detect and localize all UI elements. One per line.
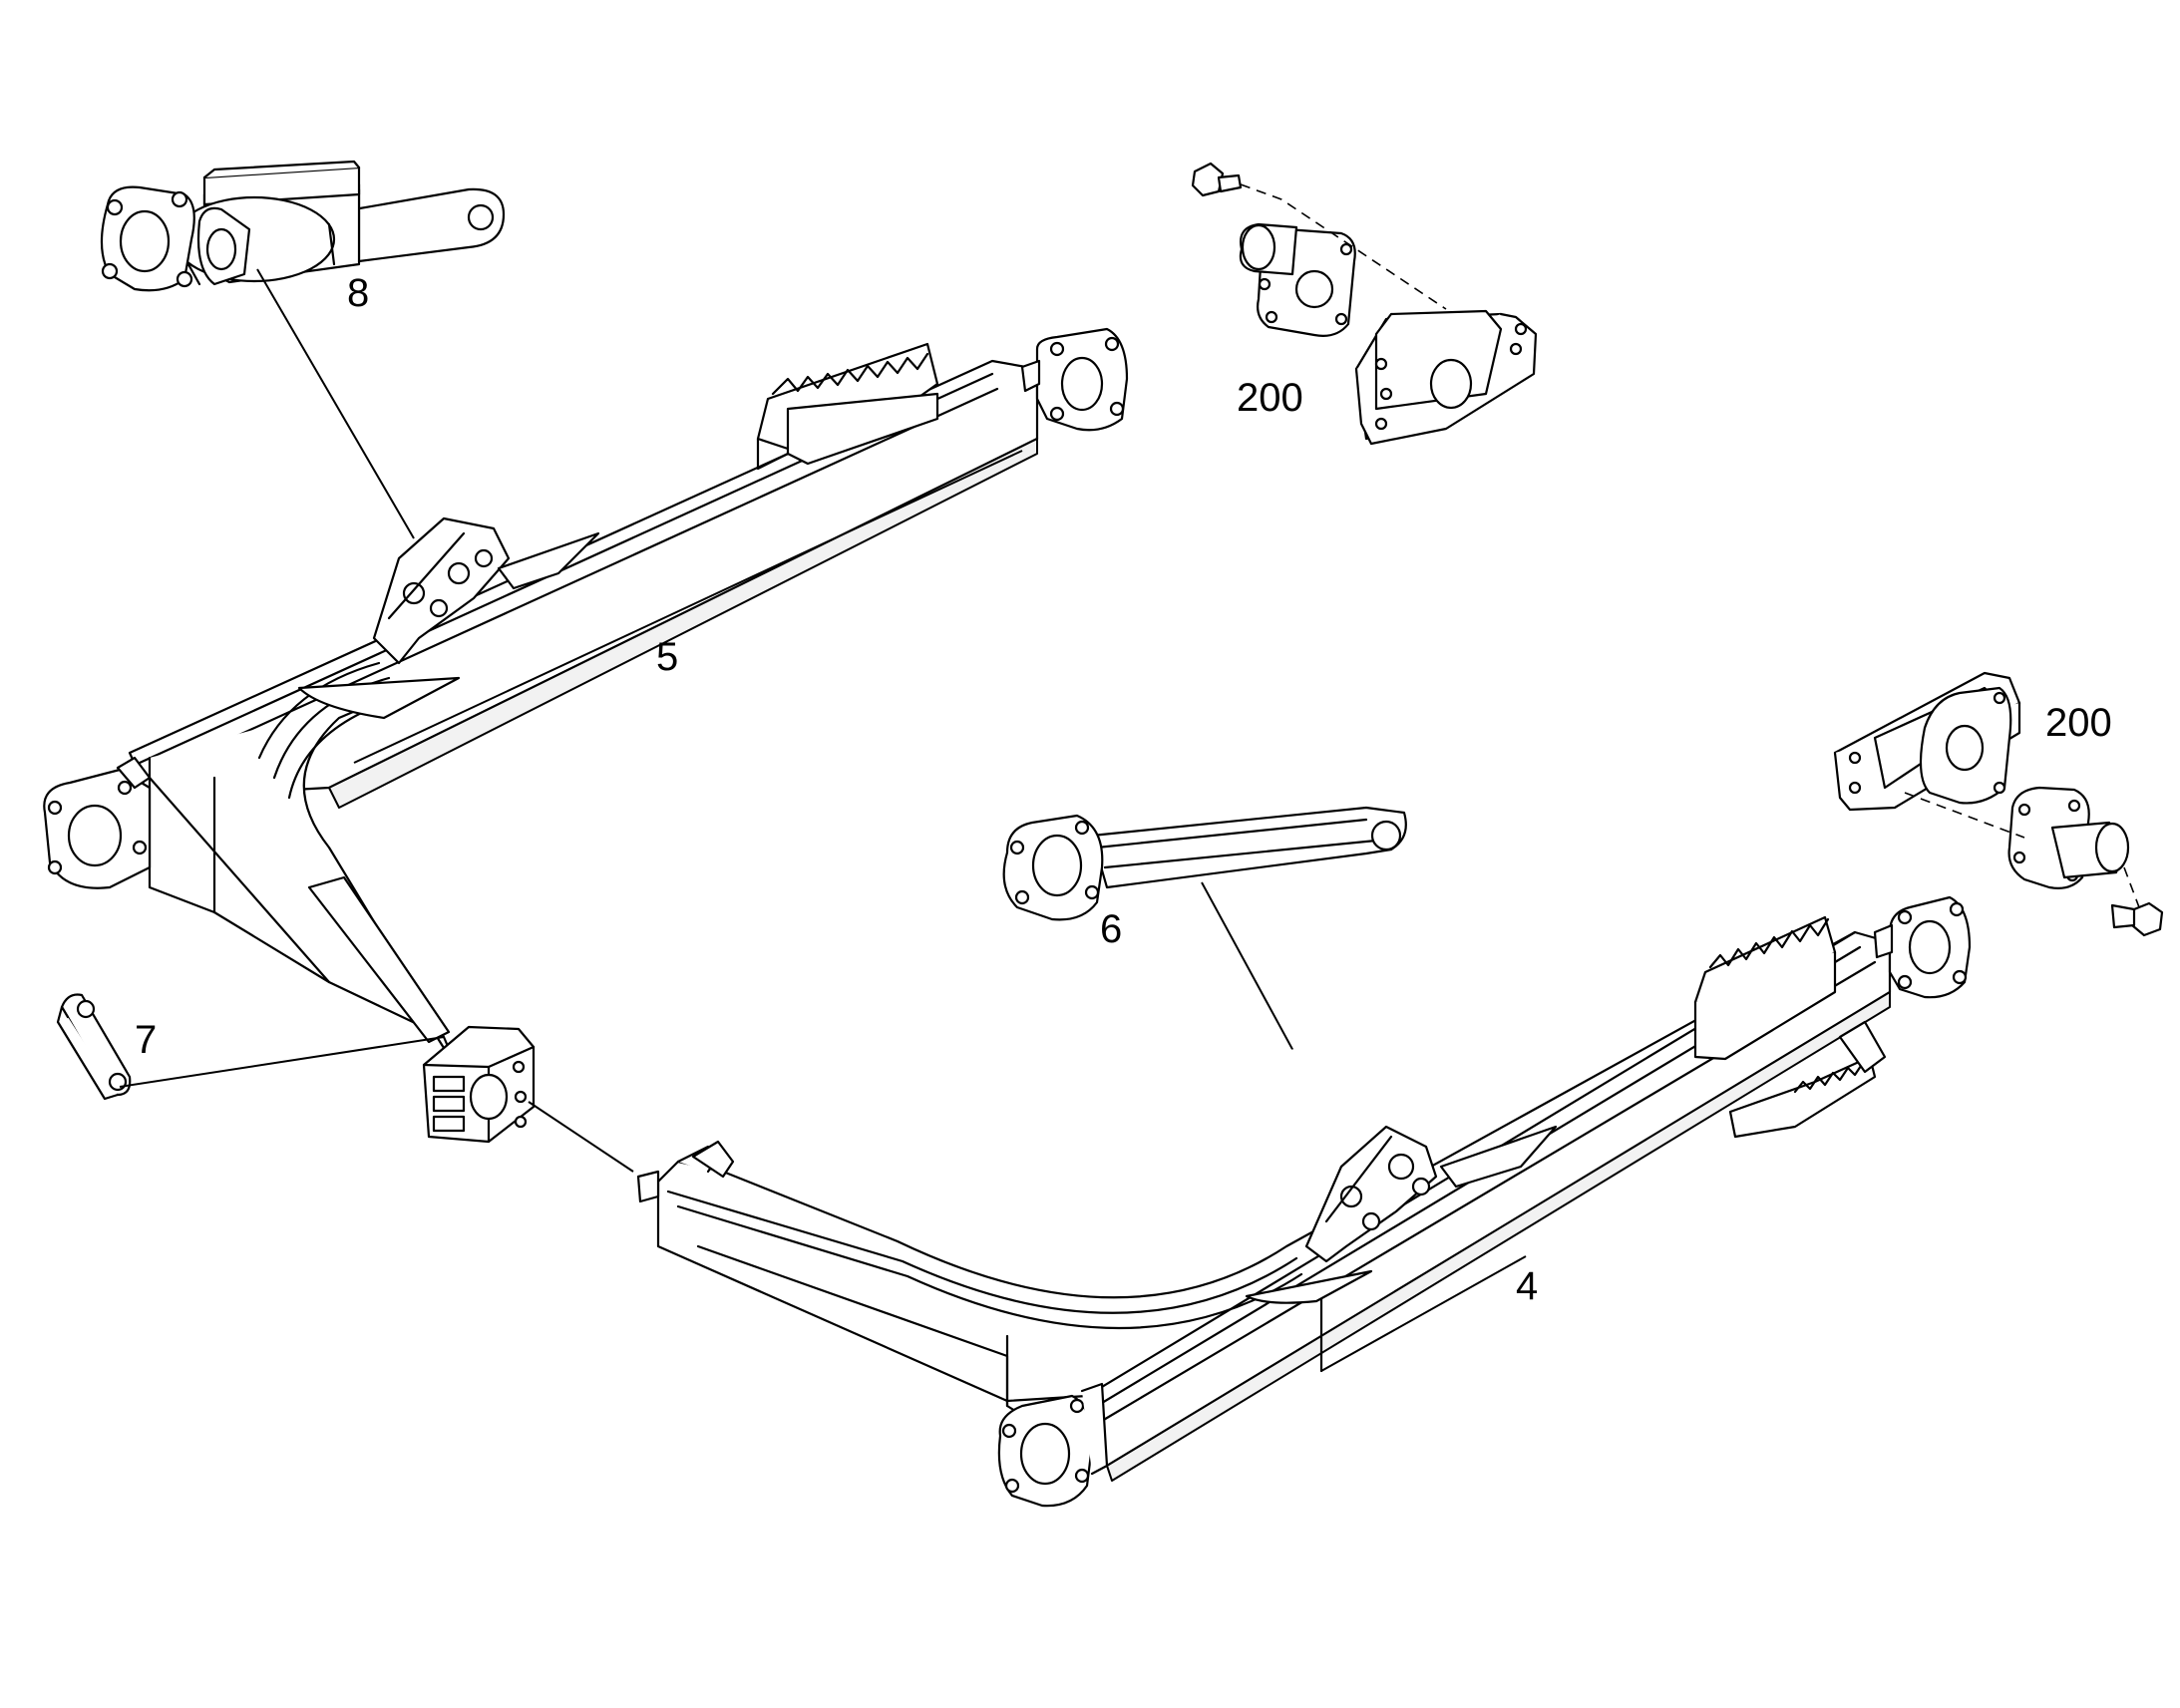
frame-arm-part-5 xyxy=(43,327,1129,1074)
leader-line-4 xyxy=(1320,1255,1527,1372)
callout-label-200-right: 200 xyxy=(2045,701,2112,745)
mount-bracket-part-200-top xyxy=(1191,162,1538,446)
callout-label-6: 6 xyxy=(1100,907,1122,951)
cylinder-part-8 xyxy=(100,160,506,292)
callout-label-8: 8 xyxy=(347,271,369,315)
arm-part-6 xyxy=(1002,806,1407,921)
pivot-block-center xyxy=(422,1025,536,1144)
leader-line-8 xyxy=(256,268,415,539)
leader-line-5 xyxy=(353,450,1023,764)
assembly-line-center xyxy=(528,1101,634,1173)
callout-label-200-top: 200 xyxy=(1237,376,1303,420)
link-plate-part-7 xyxy=(56,993,132,1101)
callout-label-5: 5 xyxy=(656,635,678,679)
leader-line-7 xyxy=(119,1036,445,1088)
mount-bracket-part-200-right xyxy=(1833,671,2164,937)
callout-label-4: 4 xyxy=(1516,1264,1538,1308)
frame-arm-part-4 xyxy=(636,895,1972,1508)
callout-label-7: 7 xyxy=(135,1018,157,1062)
